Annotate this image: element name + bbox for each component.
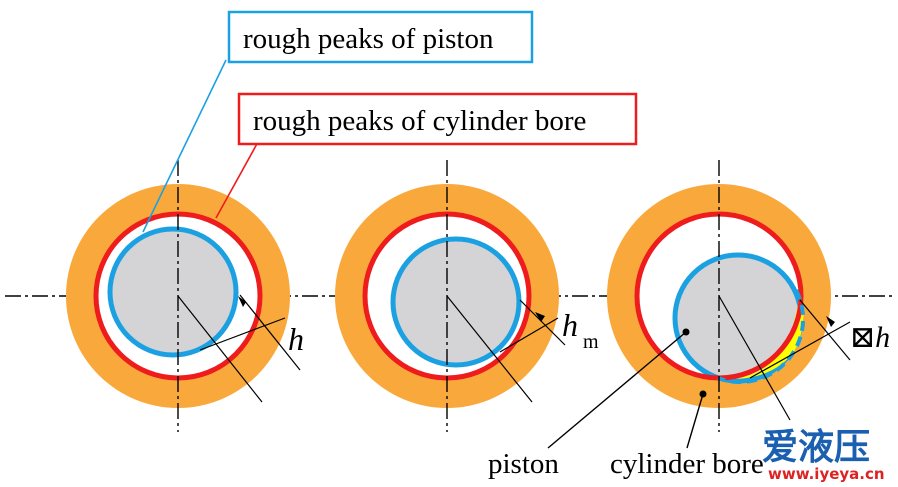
- callout-leader: [215, 141, 259, 219]
- dimension-arrow: [826, 316, 835, 327]
- extension-line: [519, 299, 566, 346]
- callout-box: [237, 92, 638, 146]
- label-hm-subscript: m: [583, 331, 599, 353]
- extension-line: [239, 294, 301, 371]
- dimension-line: [749, 321, 851, 379]
- watermark-logo-text: 爱液压: [762, 427, 870, 468]
- extension-line: [799, 299, 851, 361]
- callout-text: rough peaks of piston: [243, 23, 494, 55]
- watermark-url: www.iyeya.cn: [768, 465, 885, 483]
- dimension-line: [199, 317, 286, 351]
- leader-line: [718, 295, 791, 421]
- piston-body: [390, 236, 522, 368]
- piston-body: [107, 226, 239, 358]
- label-delta-h: ⊠h: [850, 321, 890, 354]
- label-h: h: [288, 321, 304, 357]
- callout-box: [227, 10, 534, 64]
- piston-label-group: piston: [488, 328, 690, 480]
- contact-zone: [718, 290, 804, 379]
- leader-line: [547, 331, 687, 449]
- callout-piston-peaks: rough peaks of piston: [142, 10, 534, 233]
- panel-minimum-clearance-hm: h m: [335, 160, 599, 432]
- cylinder-bore-label-group: cylinder bore: [610, 390, 764, 480]
- callout-text: rough peaks of cylinder bore: [253, 105, 586, 137]
- piston-peaks-contact-arc: [717, 289, 806, 384]
- leader-line: [446, 295, 533, 403]
- dimension-arrow: [535, 312, 545, 322]
- watermark: 爱液压 www.iyeya.cn: [762, 427, 885, 483]
- panel-clearance-h: h: [66, 160, 304, 432]
- dimension-line: [499, 317, 559, 353]
- dimension-arrow: [238, 296, 246, 307]
- leader-line: [177, 295, 263, 403]
- callout-leader: [142, 59, 227, 233]
- piston-label: piston: [488, 448, 559, 480]
- cylinder-bore-label: cylinder bore: [610, 448, 764, 480]
- callout-bore-peaks: rough peaks of cylinder bore: [215, 92, 638, 219]
- leader-line: [686, 393, 704, 449]
- label-hm: h: [562, 307, 578, 343]
